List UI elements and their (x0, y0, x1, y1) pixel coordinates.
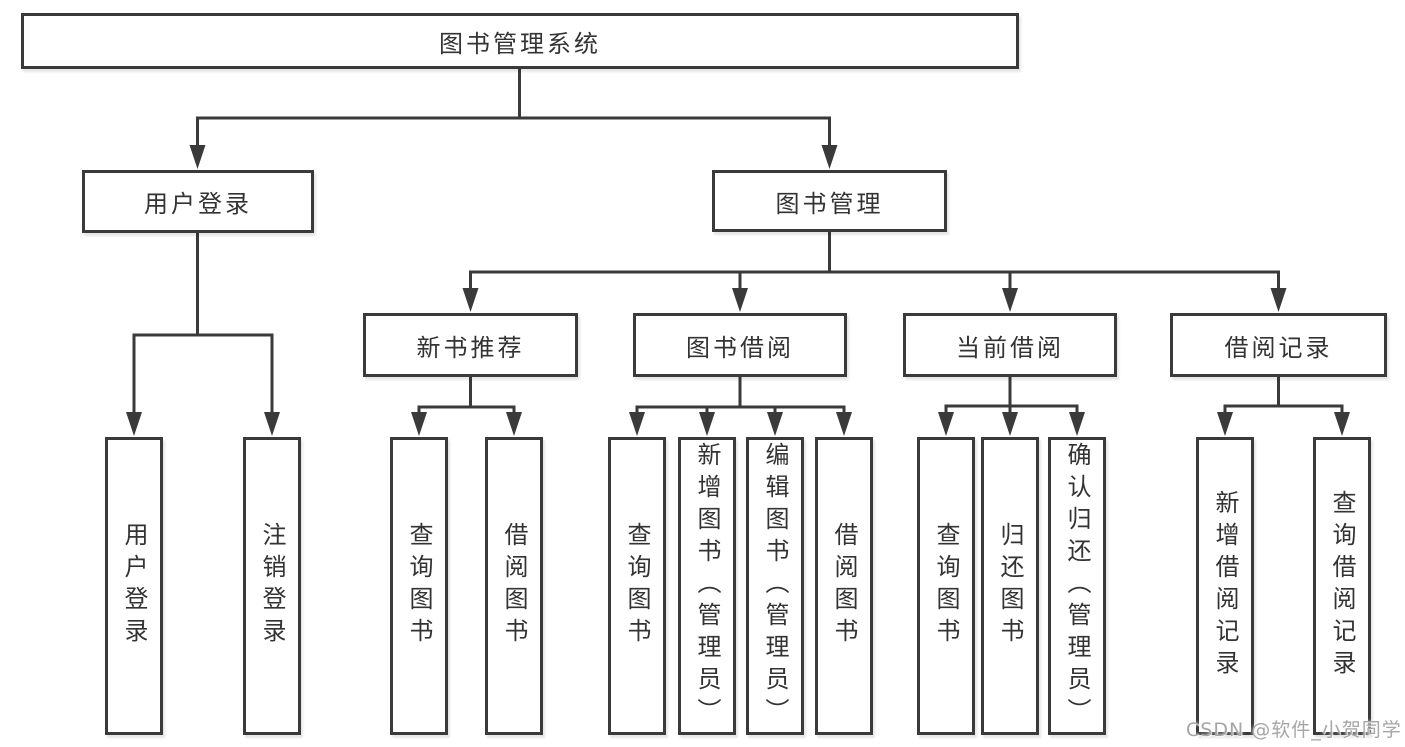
leaf-user-login-label: 用户登录 (120, 522, 148, 650)
leaf-borrow-query-book-label: 查询图书 (623, 522, 651, 650)
node-new-book-recommend: 新书推荐 (363, 313, 578, 377)
arrowhead-icons (126, 145, 1350, 436)
arrowhead-icon (821, 145, 838, 169)
arrowhead-icon (836, 412, 852, 436)
leaf-recommend-borrow-book-label: 借阅图书 (500, 522, 528, 650)
arrowhead-icon (767, 412, 783, 436)
leaf-borrow-query-book: 查询图书 (608, 437, 666, 735)
leaf-recommend-borrow-book: 借阅图书 (485, 437, 543, 735)
arrowhead-icon (264, 412, 280, 436)
leaf-query-borrow-record: 查询借阅记录 (1313, 437, 1371, 735)
leaf-return-book-label: 归还图书 (996, 522, 1024, 650)
node-library-system-label: 图书管理系统 (439, 29, 601, 58)
node-current-borrow: 当前借阅 (903, 313, 1117, 377)
leaf-logout-label: 注销登录 (258, 522, 286, 650)
node-user-login-label: 用户登录 (144, 190, 252, 218)
arrowhead-icon (1069, 412, 1085, 436)
connector-current-borrow-split (944, 377, 1079, 417)
node-library-system: 图书管理系统 (21, 13, 1019, 69)
connector-root-split (196, 68, 831, 150)
arrowhead-icon (411, 412, 427, 436)
arrowhead-icon (1002, 288, 1018, 312)
node-user-login: 用户登录 (82, 170, 314, 233)
connector-book-borrow-split (635, 377, 846, 417)
leaf-logout: 注销登录 (243, 437, 301, 735)
leaf-borrow-book: 借阅图书 (815, 437, 873, 735)
leaf-confirm-return-admin-label: 确认归还（管理员） (1063, 442, 1091, 730)
node-new-book-recommend-label: 新书推荐 (416, 333, 525, 362)
connector-user-login-split (132, 233, 274, 417)
leaf-query-borrow-record-label: 查询借阅记录 (1328, 490, 1356, 682)
leaf-current-query-book: 查询图书 (917, 437, 975, 735)
leaf-recommend-query-book-label: 查询图书 (405, 522, 433, 650)
arrowhead-icon (629, 412, 645, 436)
leaf-add-book-admin-label: 新增图书（管理员） (693, 442, 721, 730)
arrowhead-icon (189, 145, 206, 169)
leaf-add-borrow-record-label: 新增借阅记录 (1211, 490, 1239, 682)
leaf-edit-book-admin: 编辑图书（管理员） (746, 437, 804, 735)
leaf-add-book-admin: 新增图书（管理员） (678, 437, 736, 735)
leaf-return-book: 归还图书 (981, 437, 1039, 735)
leaf-add-borrow-record: 新增借阅记录 (1196, 437, 1254, 735)
leaf-borrow-book-label: 借阅图书 (830, 522, 858, 650)
arrowhead-icon (1217, 412, 1233, 436)
csdn-watermark: CSDN @软件_小贺同学 (1186, 719, 1402, 741)
leaf-confirm-return-admin: 确认归还（管理员） (1048, 437, 1106, 735)
node-borrow-records-label: 借阅记录 (1224, 333, 1333, 362)
connector-borrow-records-split (1223, 377, 1344, 417)
arrowhead-icon (1334, 412, 1350, 436)
connector-new-book-split (417, 377, 516, 417)
arrowhead-icon (506, 412, 522, 436)
node-book-management: 图书管理 (712, 170, 947, 232)
arrowhead-icon (732, 288, 748, 312)
leaf-edit-book-admin-label: 编辑图书（管理员） (761, 442, 789, 730)
arrowhead-icon (699, 412, 715, 436)
node-book-borrow-label: 图书借阅 (686, 333, 794, 362)
node-book-management-label: 图书管理 (775, 189, 884, 218)
connector-book-management-split (469, 232, 1280, 293)
arrowhead-icon (1002, 412, 1018, 436)
arrowhead-icon (126, 412, 142, 436)
node-current-borrow-label: 当前借阅 (956, 333, 1064, 362)
arrowhead-icon (938, 412, 954, 436)
leaf-user-login: 用户登录 (105, 437, 163, 735)
arrowhead-icon (462, 288, 479, 312)
node-borrow-records: 借阅记录 (1170, 313, 1387, 377)
node-book-borrow: 图书借阅 (633, 313, 847, 377)
arrowhead-icon (1270, 288, 1287, 312)
leaf-recommend-query-book: 查询图书 (390, 437, 448, 735)
leaf-current-query-book-label: 查询图书 (932, 522, 960, 650)
